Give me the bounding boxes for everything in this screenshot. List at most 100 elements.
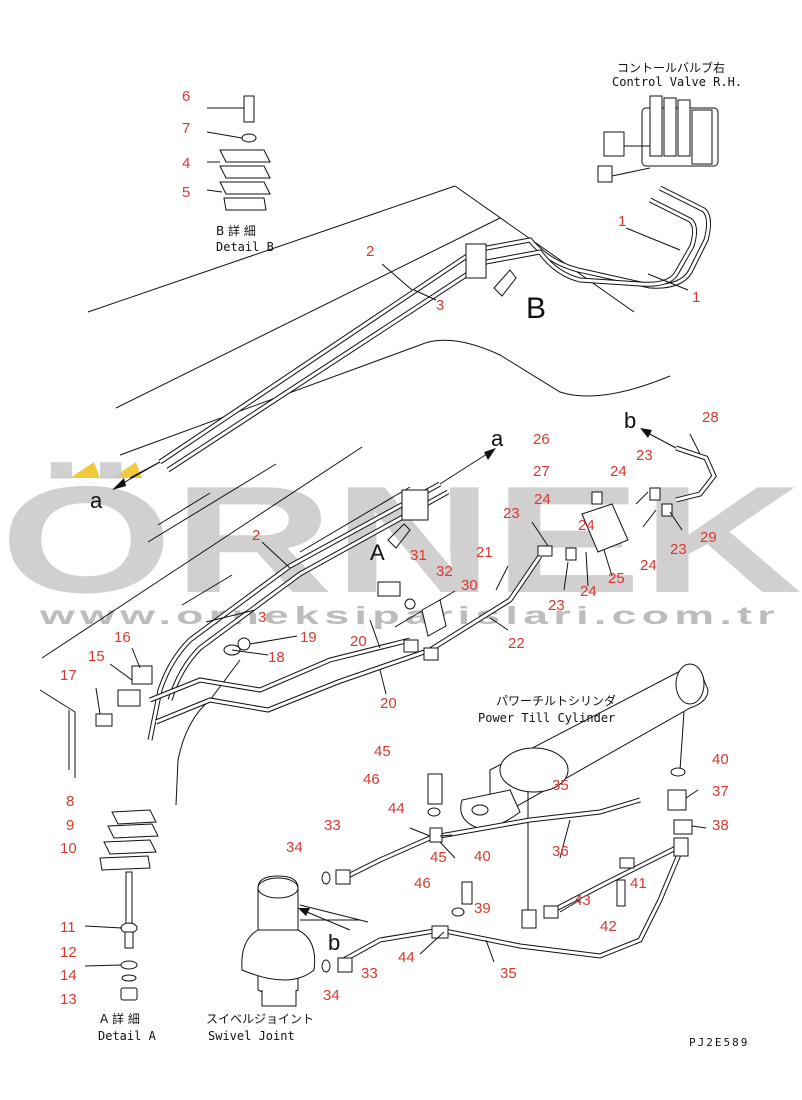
view-letter-A: A [370,540,385,565]
callout-23c: 23 [636,447,653,464]
watermark-accent-right [112,462,142,478]
detail-a-caption-en: Detail A [98,1029,157,1043]
callout-24a: 24 [610,463,627,480]
callout-16: 16 [114,629,131,646]
callout-18: 18 [268,649,285,666]
callout-45b: 45 [430,849,447,866]
callout-45a: 45 [374,743,391,760]
callout-1a: 1 [618,213,626,230]
arrow-head-b-top [640,428,652,438]
watermark-accent-left [70,462,100,478]
callout-6: 6 [182,88,190,105]
callout-4: 4 [182,155,190,172]
callout-46b: 46 [414,875,431,892]
view-letter-B: B [526,292,546,325]
captions: コントールバルブ右 Control Valve R.H. B 詳 細 Detai… [98,60,749,1049]
swivel-caption-en: Swivel Joint [208,1029,295,1043]
control-valve-rh [597,95,719,183]
callout-44a: 44 [388,800,405,817]
callout-39: 39 [474,900,491,917]
callout-24e: 24 [578,517,595,534]
detail-a-clamp-stack [84,809,159,1001]
callout-29: 29 [700,529,717,546]
callout-5: 5 [182,184,190,201]
watermark: ÖRNEK www.orneksiparislari.com.tr [0,455,802,630]
view-letter-a-right: a [491,426,504,451]
callout-36: 36 [552,843,569,860]
callout-24b: 24 [534,491,551,508]
callout-20b: 20 [380,695,397,712]
callout-27: 27 [533,463,550,480]
detail-a-caption-jp: A 詳 細 [100,1011,140,1026]
watermark-brand: ÖRNEK [0,455,802,625]
callout-33a: 33 [324,817,341,834]
callout-8: 8 [66,793,74,810]
callout-34a: 34 [286,839,303,856]
callout-3a: 3 [436,297,444,314]
callout-12: 12 [60,944,77,961]
callout-9: 9 [66,817,74,834]
callout-22: 22 [508,635,525,652]
callout-40a: 40 [712,751,729,768]
callout-13: 13 [60,991,77,1008]
part-callouts: 1 1 2 2 3 3 4 5 6 7 8 9 10 11 12 13 14 1… [60,88,729,1008]
callout-38: 38 [712,817,729,834]
callout-14: 14 [60,967,77,984]
arrow-head-a-left [112,478,126,490]
leader-lines [95,227,707,963]
arrow-head-b-bottom [298,908,310,916]
callout-34b: 34 [323,987,340,1004]
callout-23d: 23 [670,541,687,558]
callout-25: 25 [608,570,625,587]
power-tilt-cylinder [338,663,709,965]
callout-2b: 2 [252,527,260,544]
detail-b-clamp-stack [206,95,271,211]
callout-41: 41 [630,875,647,892]
callout-42: 42 [600,918,617,935]
swivel-caption-jp: スイベルジョイント [206,1012,314,1026]
callout-23b: 23 [548,597,565,614]
detail-b-caption-en: Detail B [216,240,274,254]
callout-24d: 24 [640,557,657,574]
view-letters: B A a a b b [90,292,636,955]
callout-43: 43 [574,892,591,909]
callout-35a: 35 [552,777,569,794]
callout-30: 30 [461,577,478,594]
callout-40b: 40 [474,848,491,865]
control-valve-caption-jp: コントールバルブ右 [617,60,725,75]
callout-20a: 20 [350,633,367,650]
view-letter-b-bottom: b [328,930,340,955]
callout-1b: 1 [692,289,700,306]
callout-33b: 33 [361,965,378,982]
callout-17: 17 [60,667,77,684]
callout-26: 26 [533,431,550,448]
view-letter-a-left: a [90,488,103,513]
callout-35b: 35 [500,965,517,982]
callout-23a: 23 [503,505,520,522]
callout-37: 37 [712,783,729,800]
drawing-code: PJ2E589 [689,1036,749,1049]
callout-32: 32 [436,563,453,580]
arrow-head-a-right [484,448,496,460]
control-valve-caption-en: Control Valve R.H. [612,75,742,89]
view-letter-b-top: b [624,408,636,433]
callout-19: 19 [300,629,317,646]
callout-11: 11 [60,919,76,936]
callout-24c: 24 [580,583,597,600]
detail-b-caption-jp: B 詳 細 [216,223,256,238]
callout-7: 7 [182,120,190,137]
power-tilt-caption-jp: パワーチルトシリンダ [496,693,616,708]
power-tilt-caption-en: Power Till Cylinder [478,711,615,725]
callout-31: 31 [410,547,427,564]
view-arrows [112,428,677,931]
callout-10: 10 [60,840,77,857]
callout-15: 15 [88,648,105,665]
callout-2a: 2 [366,243,374,260]
chassis-outlines [39,185,671,923]
callout-28: 28 [702,409,719,426]
callout-3b: 3 [258,609,266,626]
swivel-joint [241,869,353,1007]
callout-44b: 44 [398,949,415,966]
